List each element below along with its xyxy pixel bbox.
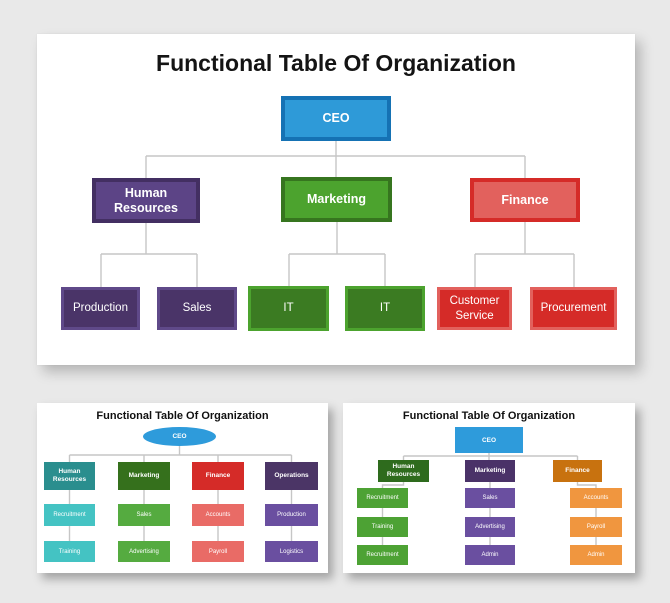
org-box-label: Admin: [587, 552, 605, 558]
connector: [68, 445, 293, 462]
org-box-label: Training: [371, 524, 394, 530]
slide-title: Functional Table Of Organization: [402, 410, 576, 422]
org-box-label: Sales: [136, 512, 152, 518]
org-box-label: Training: [58, 548, 81, 555]
main-slide-preview[interactable]: Functional Table Of Organization CEO Hum…: [37, 34, 635, 365]
org-box-it-2: IT: [345, 286, 425, 331]
org-box-finance: Finance: [470, 178, 580, 222]
org-box-label: Marketing: [474, 466, 506, 474]
org-box-marketing: Marketing: [118, 462, 170, 490]
org-box-production: Production: [61, 287, 140, 330]
org-box-customer-service: Customer Service: [437, 287, 512, 330]
variant-slide-right[interactable]: Functional Table Of Organization CEO Hum…: [343, 403, 635, 573]
org-box-human-resources: Human Resources: [44, 462, 95, 490]
org-box-label: Operations: [274, 471, 309, 479]
org-box-advertising: Advertising: [118, 541, 170, 562]
org-box-label: Human Resources: [114, 185, 178, 215]
org-box-accounts: Accounts: [570, 488, 622, 508]
org-box-label: Customer Service: [449, 295, 500, 322]
org-box-label: CEO: [322, 111, 350, 125]
org-box-sales: Sales: [465, 488, 515, 508]
org-box-label: Admin: [481, 552, 499, 558]
org-box-label: Procurement: [540, 302, 607, 315]
connector: [381, 482, 405, 545]
org-chart-connectors: [381, 453, 597, 545]
org-box-sales: Sales: [118, 504, 170, 526]
org-box-label: Logistics: [279, 548, 304, 555]
org-chart-connectors: [100, 141, 575, 287]
org-box-accounts: Accounts: [192, 504, 244, 526]
org-box-label: Human Resources: [52, 467, 87, 483]
org-box-label: Advertising: [475, 524, 505, 530]
org-box-training: Training: [44, 541, 95, 562]
org-box-production: Production: [265, 504, 318, 526]
org-box-label: IT: [283, 302, 294, 315]
org-box-human-resources: Human Resources: [378, 460, 429, 482]
org-box-label: Advertising: [129, 548, 159, 555]
connector: [576, 482, 597, 545]
org-chart-connectors: [68, 445, 293, 541]
org-box-recruitment-2: Recruitment: [357, 545, 408, 565]
org-box-label: Human Resources: [386, 462, 421, 478]
org-box-label: Marketing: [306, 192, 367, 206]
org-box-label: Recruitment: [53, 512, 86, 518]
org-box-label: Payroll: [586, 524, 606, 530]
org-box-label: CEO: [172, 433, 187, 440]
org-box-label: Recruitment: [366, 495, 399, 501]
org-box-training: Training: [357, 517, 408, 537]
org-box-label: Sales: [482, 495, 498, 501]
org-box-finance: Finance: [192, 462, 244, 490]
org-box-advertising: Advertising: [465, 517, 515, 537]
org-box-ceo: CEO: [281, 96, 391, 141]
connector: [402, 453, 579, 460]
org-box-label: Production: [73, 302, 128, 315]
org-box-marketing: Marketing: [465, 460, 515, 482]
org-box-label: Finance: [501, 192, 549, 207]
org-box-it-1: IT: [248, 286, 329, 331]
org-box-operations: Operations: [265, 462, 318, 490]
org-box-label: CEO: [481, 436, 497, 444]
org-box-sales: Sales: [157, 287, 237, 330]
org-box-human-resources: Human Resources: [92, 178, 200, 223]
org-box-label: Payroll: [208, 548, 228, 555]
org-box-label: Finance: [565, 466, 590, 474]
org-box-procurement: Procurement: [530, 287, 617, 330]
org-box-recruitment: Recruitment: [357, 488, 408, 508]
org-box-label: Accounts: [583, 495, 609, 501]
org-box-ceo: CEO: [455, 427, 523, 453]
org-box-label: IT: [379, 302, 391, 315]
org-box-label: Marketing: [128, 471, 160, 479]
org-box-admin: Admin: [465, 545, 515, 565]
org-box-label: Recruitment: [366, 552, 399, 558]
org-box-marketing: Marketing: [281, 177, 392, 222]
org-box-payroll: Payroll: [570, 517, 622, 537]
connector: [68, 490, 293, 541]
org-box-recruitment: Recruitment: [44, 504, 95, 526]
org-box-ceo: CEO: [143, 427, 216, 446]
org-box-label: Finance: [205, 471, 231, 479]
connector: [474, 222, 575, 287]
slide-title: Functional Table Of Organization: [156, 50, 516, 76]
variant-slide-left[interactable]: Functional Table Of Organization CEO Hum…: [37, 403, 328, 573]
connector: [100, 223, 198, 287]
org-box-admin-2: Admin: [570, 545, 622, 565]
org-box-payroll: Payroll: [192, 541, 244, 562]
org-box-label: Sales: [182, 302, 212, 315]
slide-title: Functional Table Of Organization: [96, 410, 269, 422]
org-box-label: Production: [277, 512, 306, 518]
connector: [145, 141, 526, 178]
connector: [288, 222, 386, 286]
org-box-label: Accounts: [205, 512, 231, 518]
org-box-logistics: Logistics: [265, 541, 318, 562]
org-box-finance: Finance: [553, 460, 602, 482]
